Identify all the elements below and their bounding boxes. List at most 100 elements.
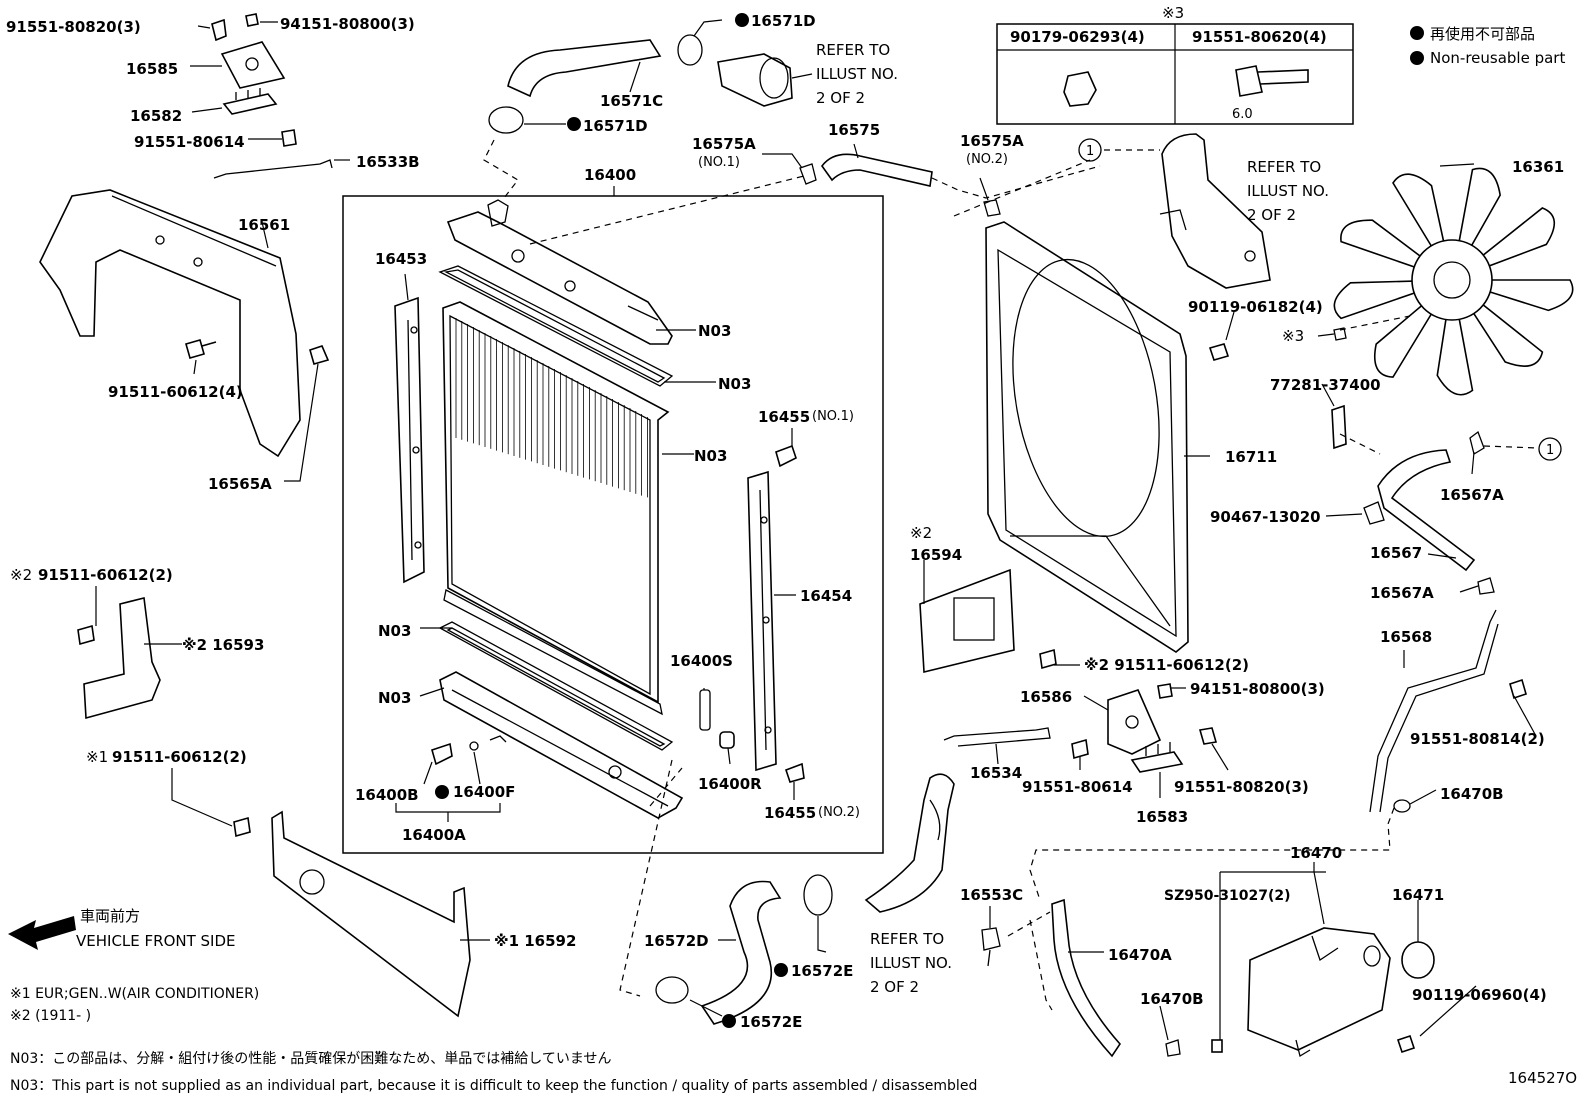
clamp-16553C xyxy=(981,927,1001,967)
label-N03-d: N03 xyxy=(378,622,411,640)
label-sym3: ※3 xyxy=(1282,327,1304,345)
plate-16583 xyxy=(1130,742,1184,773)
label-91551-80614: 91551-80614 xyxy=(134,133,245,151)
clip-16567A-b xyxy=(1477,577,1495,595)
hose-16572D xyxy=(700,880,782,1025)
upper-gasket xyxy=(438,265,674,387)
label-16572D: 16572D xyxy=(644,932,709,950)
cover-16593 xyxy=(83,597,161,720)
label-no2-b: (NO.2) xyxy=(818,805,860,820)
vehicle-front-en: VEHICLE FRONT SIDE xyxy=(76,932,236,950)
stay-16533B xyxy=(213,159,333,179)
label-16572E-a: 16572E xyxy=(791,962,853,980)
part-16400S xyxy=(699,689,711,731)
label-16470A: 16470A xyxy=(1108,946,1172,964)
label-91551-80820-3: 91551-80820(3) xyxy=(6,18,141,36)
refer-note-3-line3: 2 OF 2 xyxy=(870,978,919,996)
footnotes: ※1 EUR;GEN..W(AIR CONDITIONER) ※2 (1911-… xyxy=(10,986,1577,1094)
label-no2-a: (NO.2) xyxy=(966,152,1008,167)
label-16470B-b: 16470B xyxy=(1140,990,1204,1008)
water-outlet xyxy=(717,53,793,107)
label-16533B: 16533B xyxy=(356,153,420,171)
label-16575A-no2: 16575A xyxy=(960,132,1024,150)
clip-SZ950 xyxy=(1211,1039,1223,1053)
cover-16592 xyxy=(271,810,471,1018)
cooling-fan-16361 xyxy=(1333,167,1574,396)
hose-16571C xyxy=(507,39,662,98)
label-90119-06182-4: 90119-06182(4) xyxy=(1188,298,1323,316)
bolt-91511-60612-2b xyxy=(233,816,251,838)
label-91551-80820-3b: 91551-80820(3) xyxy=(1174,778,1309,796)
side-bracket-16454 xyxy=(747,470,777,772)
table-symbol: ※3 xyxy=(1162,4,1184,22)
cover-16594 xyxy=(919,568,1015,674)
illustration-number: 164527O xyxy=(1508,1069,1577,1087)
radiator-support-16561 xyxy=(39,189,301,458)
footnote-N03-en: N03：This part is not supplied as an indi… xyxy=(10,1078,977,1094)
nut-94151-80800-b xyxy=(1157,683,1173,699)
label-16400B: 16400B xyxy=(355,786,419,804)
clamp-16575A-no2 xyxy=(983,199,1001,217)
clamp-16572E-b xyxy=(655,976,689,1004)
reserve-tank-top xyxy=(1159,133,1271,289)
refer-note-2-line2: ILLUST NO. xyxy=(1247,182,1329,200)
clamp-16571D-b xyxy=(488,106,524,134)
refer-note-1-line2: ILLUST NO. xyxy=(816,65,898,83)
label-91511-60612-2a: 91511-60612(2) xyxy=(38,566,173,584)
clip-16470B-b xyxy=(1165,1039,1181,1057)
stay-16534 xyxy=(943,727,1051,747)
label-94151-80800-3: 94151-80800(3) xyxy=(280,15,415,33)
vehicle-front-jp: 車両前方 xyxy=(80,907,140,925)
clamp-16575A-no1 xyxy=(799,163,817,185)
label-16454: 16454 xyxy=(800,587,852,605)
footnote-N03-jp: N03：この部品は、分解・組付け後の性能・品質確保が困難なため、単品では補給して… xyxy=(10,1051,611,1067)
fastener-table xyxy=(996,23,1354,125)
clip-16565A xyxy=(309,345,330,365)
label-no1-a: (NO.1) xyxy=(698,155,740,170)
label-16571D-b: 16571D xyxy=(583,117,648,135)
label-16571C: 16571C xyxy=(600,92,663,110)
label-16572E-b: 16572E xyxy=(740,1013,802,1031)
refer-note-3-line1: REFER TO xyxy=(870,930,944,948)
legend-en: Non-reusable part xyxy=(1430,49,1565,67)
hose-16575 xyxy=(821,153,933,187)
label-91511-60612-4: 91511-60612(4) xyxy=(108,383,243,401)
bolt-91551-80820 xyxy=(211,18,227,42)
footnote-sym1: ※1 EUR;GEN..W(AIR CONDITIONER) xyxy=(10,986,259,1002)
label-16400S: 16400S xyxy=(670,652,733,670)
nut-sym3 xyxy=(1333,327,1347,341)
label-91551-80614-b: 91551-80614 xyxy=(1022,778,1133,796)
label-sym1-a: ※1 xyxy=(86,748,108,766)
label-16470B-a: 16470B xyxy=(1440,785,1504,803)
bolt-91551-80820-b xyxy=(1198,727,1218,745)
label-16567A-a: 16567A xyxy=(1440,486,1504,504)
circle-1-label-a: 1 xyxy=(1086,144,1094,159)
fan-shroud-16711 xyxy=(985,221,1189,653)
legend-bullet-en xyxy=(1410,51,1424,65)
part-16400R xyxy=(719,731,735,749)
label-N03-a: N03 xyxy=(698,322,731,340)
clamp-16571D-a xyxy=(677,34,703,66)
bolt-91551-80814 xyxy=(1509,678,1527,700)
label-16575: 16575 xyxy=(828,121,880,139)
non-reusable-bullets xyxy=(435,13,788,1028)
label-16594: 16594 xyxy=(910,546,962,564)
label-16582: 16582 xyxy=(130,107,182,125)
label-N03-c: N03 xyxy=(694,447,727,465)
label-16470: 16470 xyxy=(1290,844,1342,862)
label-no1-b: (NO.1) xyxy=(812,409,854,424)
label-N03-b: N03 xyxy=(718,375,751,393)
refer-note-3-line2: ILLUST NO. xyxy=(870,954,952,972)
clip-16567A-a xyxy=(1469,430,1485,456)
table-header-90179-06293: 90179-06293(4) xyxy=(1010,28,1145,46)
label-N03-e: N03 xyxy=(378,689,411,707)
label-90467-13020: 90467-13020 xyxy=(1210,508,1321,526)
circle-marker-1-b xyxy=(1538,437,1562,461)
hose-16470A xyxy=(1051,898,1122,1058)
bolt-91551-80614 xyxy=(281,129,297,147)
bolt-90119-06960 xyxy=(1396,1034,1416,1054)
clip-16470B-a xyxy=(1393,799,1411,813)
label-16586: 16586 xyxy=(1020,688,1072,706)
bolt-90119-06182 xyxy=(1208,343,1230,361)
label-16583: 16583 xyxy=(1136,808,1188,826)
